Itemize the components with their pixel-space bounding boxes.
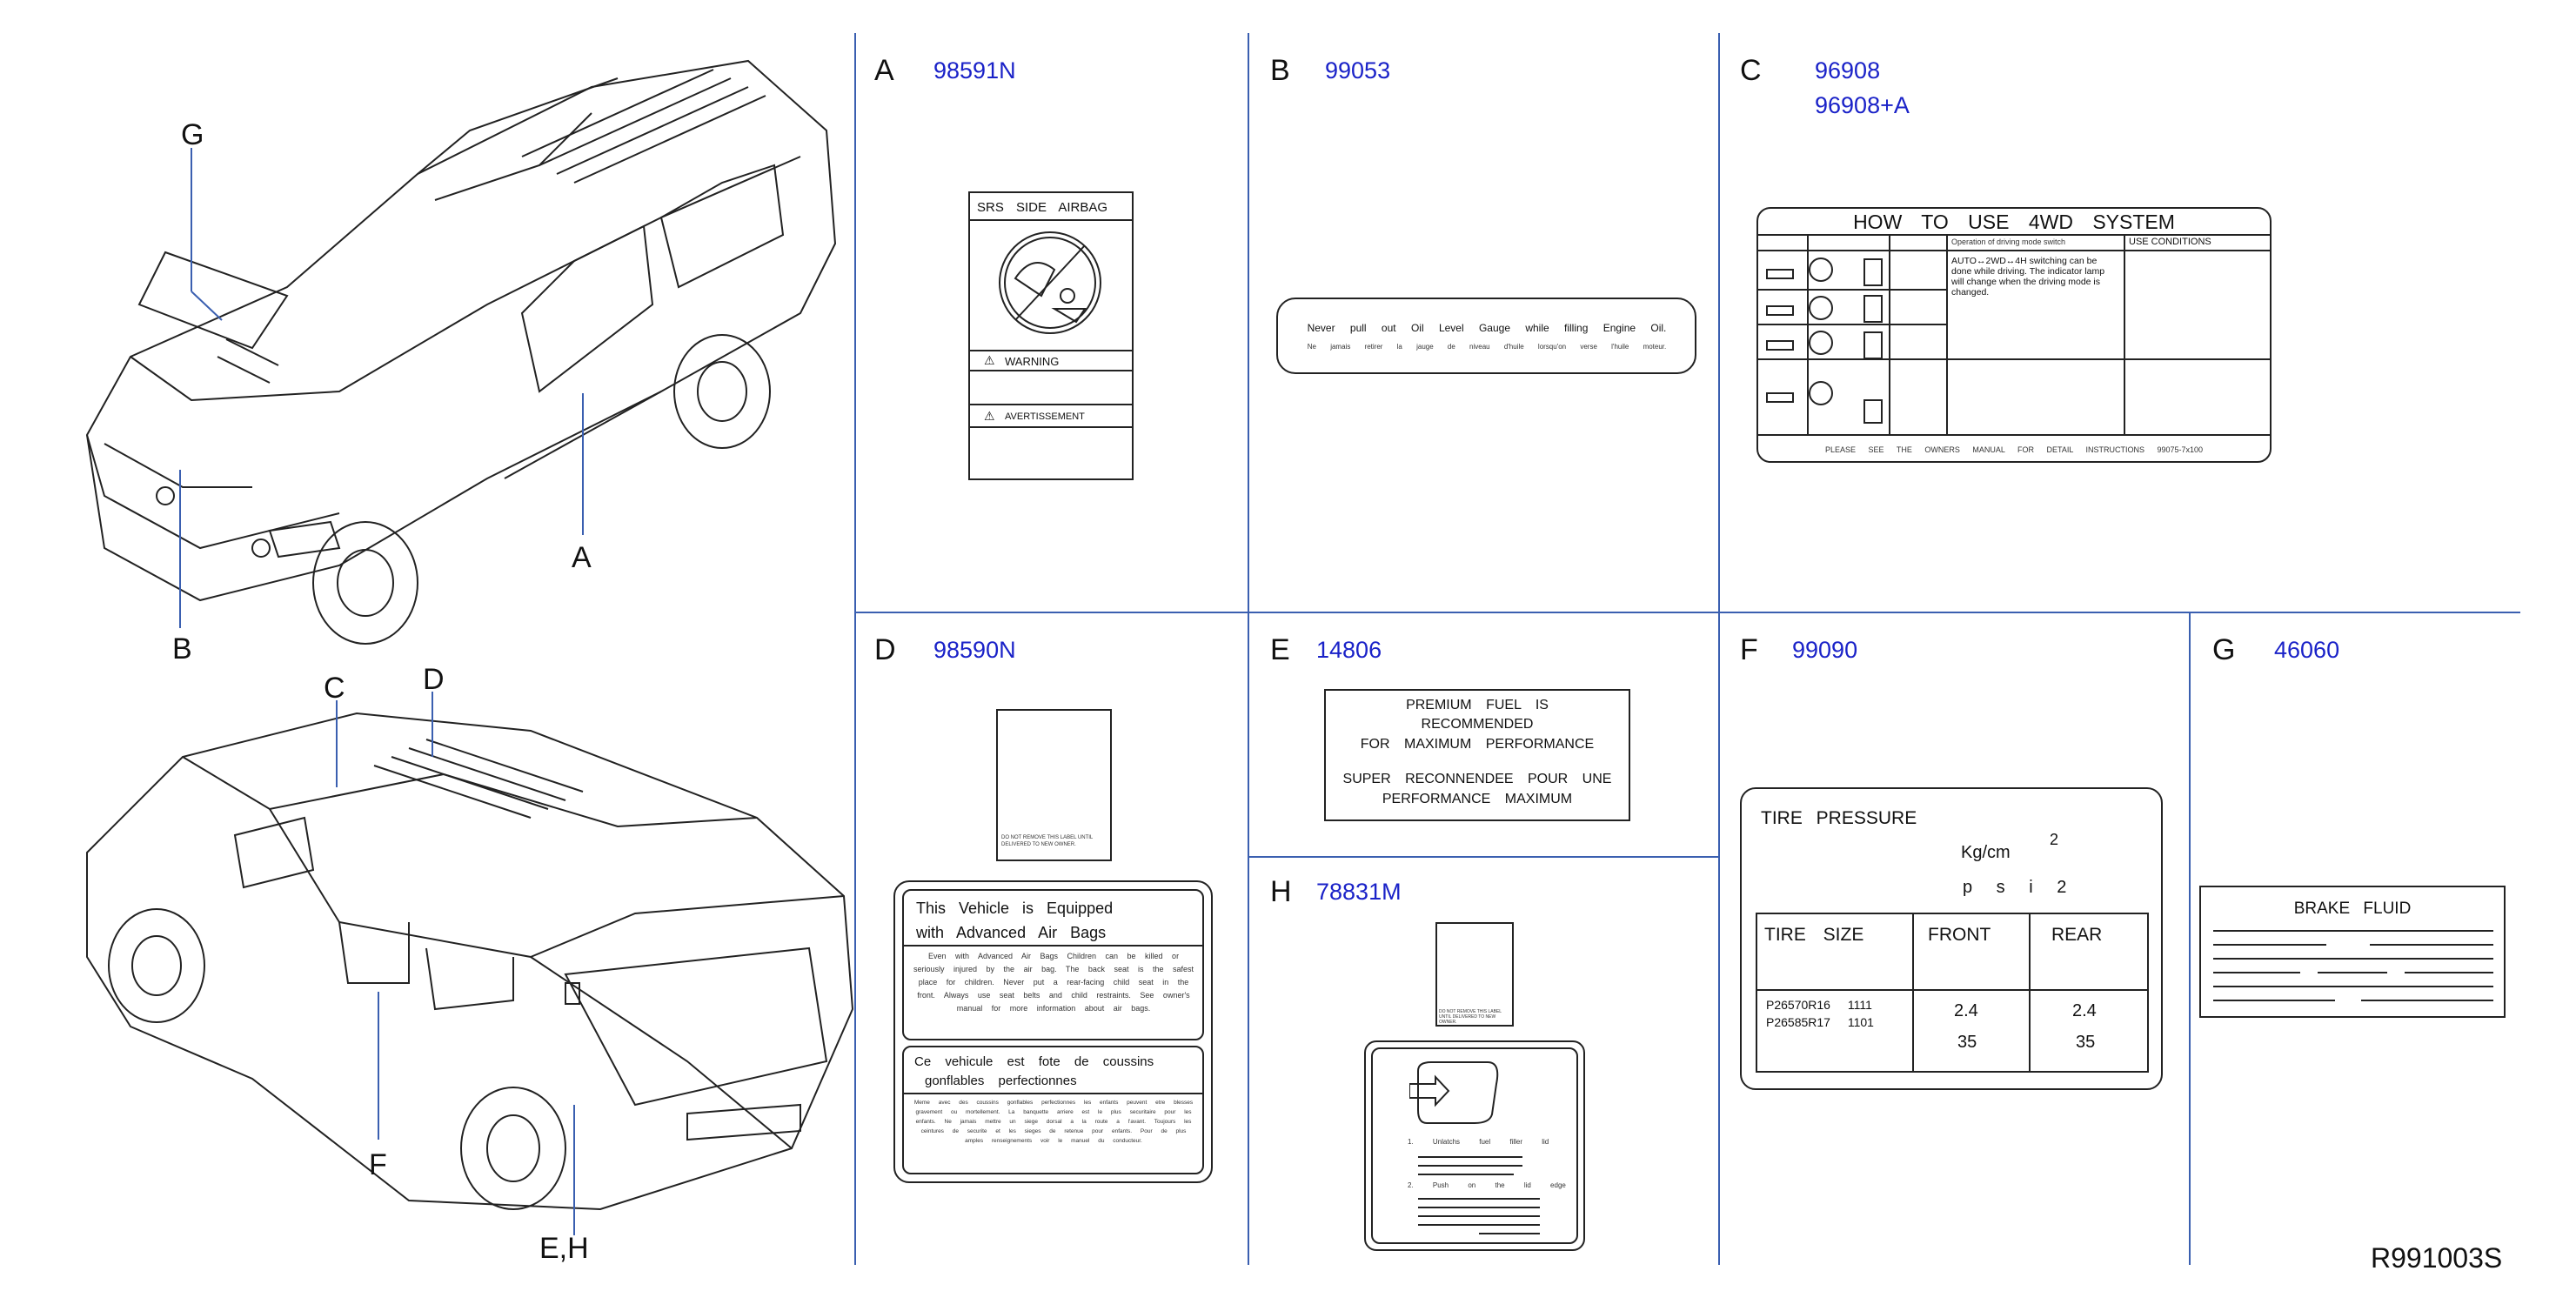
divider xyxy=(1248,856,1718,858)
label-g-title: BRAKE FLUID xyxy=(2293,900,2412,918)
label-a-avertissement: AVERTISSEMENT xyxy=(1005,411,1085,422)
part-number-a: 98591N xyxy=(933,57,1016,84)
callout-c: C xyxy=(324,672,345,705)
label-g-text-lines xyxy=(2213,930,2493,1001)
label-d-tag-text: DO NOT REMOVE THIS LABEL UNTIL DELIVERED… xyxy=(1001,835,1094,847)
tire-table-header-front: FRONT xyxy=(1928,925,1991,945)
label-c-title: HOW TO USE 4WD SYSTEM xyxy=(1853,211,2175,233)
label-h-step2-lines xyxy=(1418,1198,1540,1234)
panel-letter-a: A xyxy=(874,54,894,87)
callout-a: A xyxy=(572,541,592,574)
label-c-footer: PLEASE SEE THE OWNERS MANUAL FOR DETAIL … xyxy=(1824,445,2204,454)
front-pressure-psi: 35 xyxy=(1957,1033,1977,1052)
label-h-tag-text: DO NOT REMOVE THIS LABEL UNTIL DELIVERED… xyxy=(1439,1009,1502,1025)
tire-table-header-size: TIRE SIZE xyxy=(1764,925,1864,945)
label-a-title: SRS SIDE AIRBAG xyxy=(977,200,1108,215)
vehicle-front-view-drawing xyxy=(85,59,837,645)
callout-b: B xyxy=(172,632,192,666)
divider xyxy=(854,33,856,1265)
label-h-step1: 1. Unlatchs fuel filler lid xyxy=(1408,1138,1549,1146)
label-e-line5: PERFORMANCE MAXIMUM xyxy=(1382,792,1573,806)
warning-triangle-icon: ⚠ xyxy=(984,353,995,367)
vehicle-rear-view-drawing xyxy=(86,712,854,1211)
label-h-fuel-filler: 1. Unlatchs fuel filler lid 2. Push on t… xyxy=(1364,1040,1585,1251)
label-d-en-body: Even with Advanced Air Bags Children can… xyxy=(913,952,1194,1013)
panel-letter-c: C xyxy=(1740,54,1762,87)
panel-letter-d: D xyxy=(874,633,896,666)
callout-eh: E,H xyxy=(539,1232,589,1265)
label-f-unit-psi: p s i 2 xyxy=(1963,878,2067,897)
drive-mode-switch-icons xyxy=(1766,258,1883,424)
label-f-title: TIRE PRESSURE xyxy=(1761,808,1917,828)
part-number-c: 96908 xyxy=(1815,57,1881,84)
no-child-seat-icon xyxy=(999,231,1101,334)
tire-table-header-rear: REAR xyxy=(2051,925,2103,945)
part-number-c2: 96908+A xyxy=(1815,92,1910,118)
label-d-fr-title2: gonflables perfectionnes xyxy=(925,1074,1077,1088)
callout-g: G xyxy=(181,118,204,151)
label-c-4wd-system: HOW TO USE 4WD SYSTEM Operation of drivi… xyxy=(1756,207,2272,463)
divider xyxy=(1718,33,1720,1265)
part-number-g: 46060 xyxy=(2274,637,2340,663)
rear-pressure-psi: 35 xyxy=(2076,1033,2096,1052)
label-g-brake-fluid: BRAKE FLUID xyxy=(2199,886,2506,1018)
panel-letter-h: H xyxy=(1270,875,1292,908)
label-e-line4: SUPER RECONNENDEE POUR UNE xyxy=(1342,772,1612,786)
tire-size-2: P26585R17 1101 xyxy=(1766,1015,1874,1029)
label-h-tag: DO NOT REMOVE THIS LABEL UNTIL DELIVERED… xyxy=(1435,922,1514,1027)
callout-f: F xyxy=(369,1148,387,1181)
label-e-line2: RECOMMENDED xyxy=(1421,717,1534,732)
label-b-oil-gauge: Never pull out Oil Level Gauge while fil… xyxy=(1276,298,1696,374)
warning-triangle-icon: ⚠ xyxy=(984,409,995,423)
fuel-lid-icon xyxy=(1409,1061,1499,1124)
tire-size-1: P26570R16 1111 xyxy=(1766,998,1872,1012)
label-d-french: Ce vehicule est fote de coussins gonflab… xyxy=(902,1046,1204,1174)
label-c-header-conditions: USE CONDITIONS xyxy=(2129,237,2211,247)
label-d-airbag: This Vehicle is Equipped with Advanced A… xyxy=(893,880,1213,1183)
panel-letter-g: G xyxy=(2212,633,2236,666)
divider xyxy=(2189,612,2191,1265)
label-e-premium-fuel: PREMIUM FUEL IS RECOMMENDED FOR MAXIMUM … xyxy=(1324,689,1630,821)
label-f-tire-pressure: TIRE PRESSURE Kg/cm 2 p s i 2 TIRE SIZE … xyxy=(1740,787,2163,1090)
label-c-body: AUTO↔2WD↔4H switching can be done while … xyxy=(1951,256,2105,298)
label-h-step2: 2. Push on the lid edge xyxy=(1408,1181,1566,1189)
part-number-d: 98590N xyxy=(933,637,1016,663)
rear-pressure-kg: 2.4 xyxy=(2072,1001,2097,1020)
label-d-english: This Vehicle is Equipped with Advanced A… xyxy=(902,889,1204,1040)
callout-d: D xyxy=(423,663,445,696)
front-pressure-kg: 2.4 xyxy=(1954,1001,1978,1020)
label-d-fr-body: Meme avec des coussins gonflables perfec… xyxy=(913,1100,1194,1144)
part-number-f: 99090 xyxy=(1792,637,1858,663)
divider xyxy=(1248,33,1249,1265)
label-c-header-operation: Operation of driving mode switch xyxy=(1951,237,2066,246)
part-number-b: 99053 xyxy=(1325,57,1391,84)
diagram-code: R991003S xyxy=(2371,1242,2503,1274)
label-b-line2: Ne jamais retirer la jauge de niveau d'h… xyxy=(1307,343,1667,351)
label-f-unit-kg: Kg/cm xyxy=(1961,843,2011,862)
label-d-tag: DO NOT REMOVE THIS LABEL UNTIL DELIVERED… xyxy=(996,709,1112,861)
part-number-h: 78831M xyxy=(1316,879,1402,905)
label-b-line1: Never pull out Oil Level Gauge while fil… xyxy=(1307,322,1667,334)
panel-letter-f: F xyxy=(1740,633,1758,666)
divider xyxy=(854,612,2520,613)
label-a-warning: WARNING xyxy=(1005,355,1060,368)
leader-lines xyxy=(179,148,584,1235)
label-d-fr-title1: Ce vehicule est fote de coussins xyxy=(914,1054,1154,1069)
panel-letter-b: B xyxy=(1270,54,1290,87)
label-d-en-title1: This Vehicle is Equipped xyxy=(916,900,1114,917)
tire-table: TIRE SIZE FRONT REAR P26570R16 1111 P265… xyxy=(1756,913,2149,1073)
label-h-step1-lines xyxy=(1418,1156,1522,1175)
label-e-line1: PREMIUM FUEL IS xyxy=(1406,698,1549,712)
panel-letter-e: E xyxy=(1270,633,1290,666)
part-number-e: 14806 xyxy=(1316,637,1382,663)
label-e-line3: FOR MAXIMUM PERFORMANCE xyxy=(1360,737,1595,752)
label-f-unit-sup: 2 xyxy=(2050,831,2059,848)
label-a-srs-airbag: SRS SIDE AIRBAG ⚠ WARNING ⚠ AVERTISSEMEN… xyxy=(968,191,1134,480)
label-d-en-title2: with Advanced Air Bags xyxy=(916,924,1107,941)
